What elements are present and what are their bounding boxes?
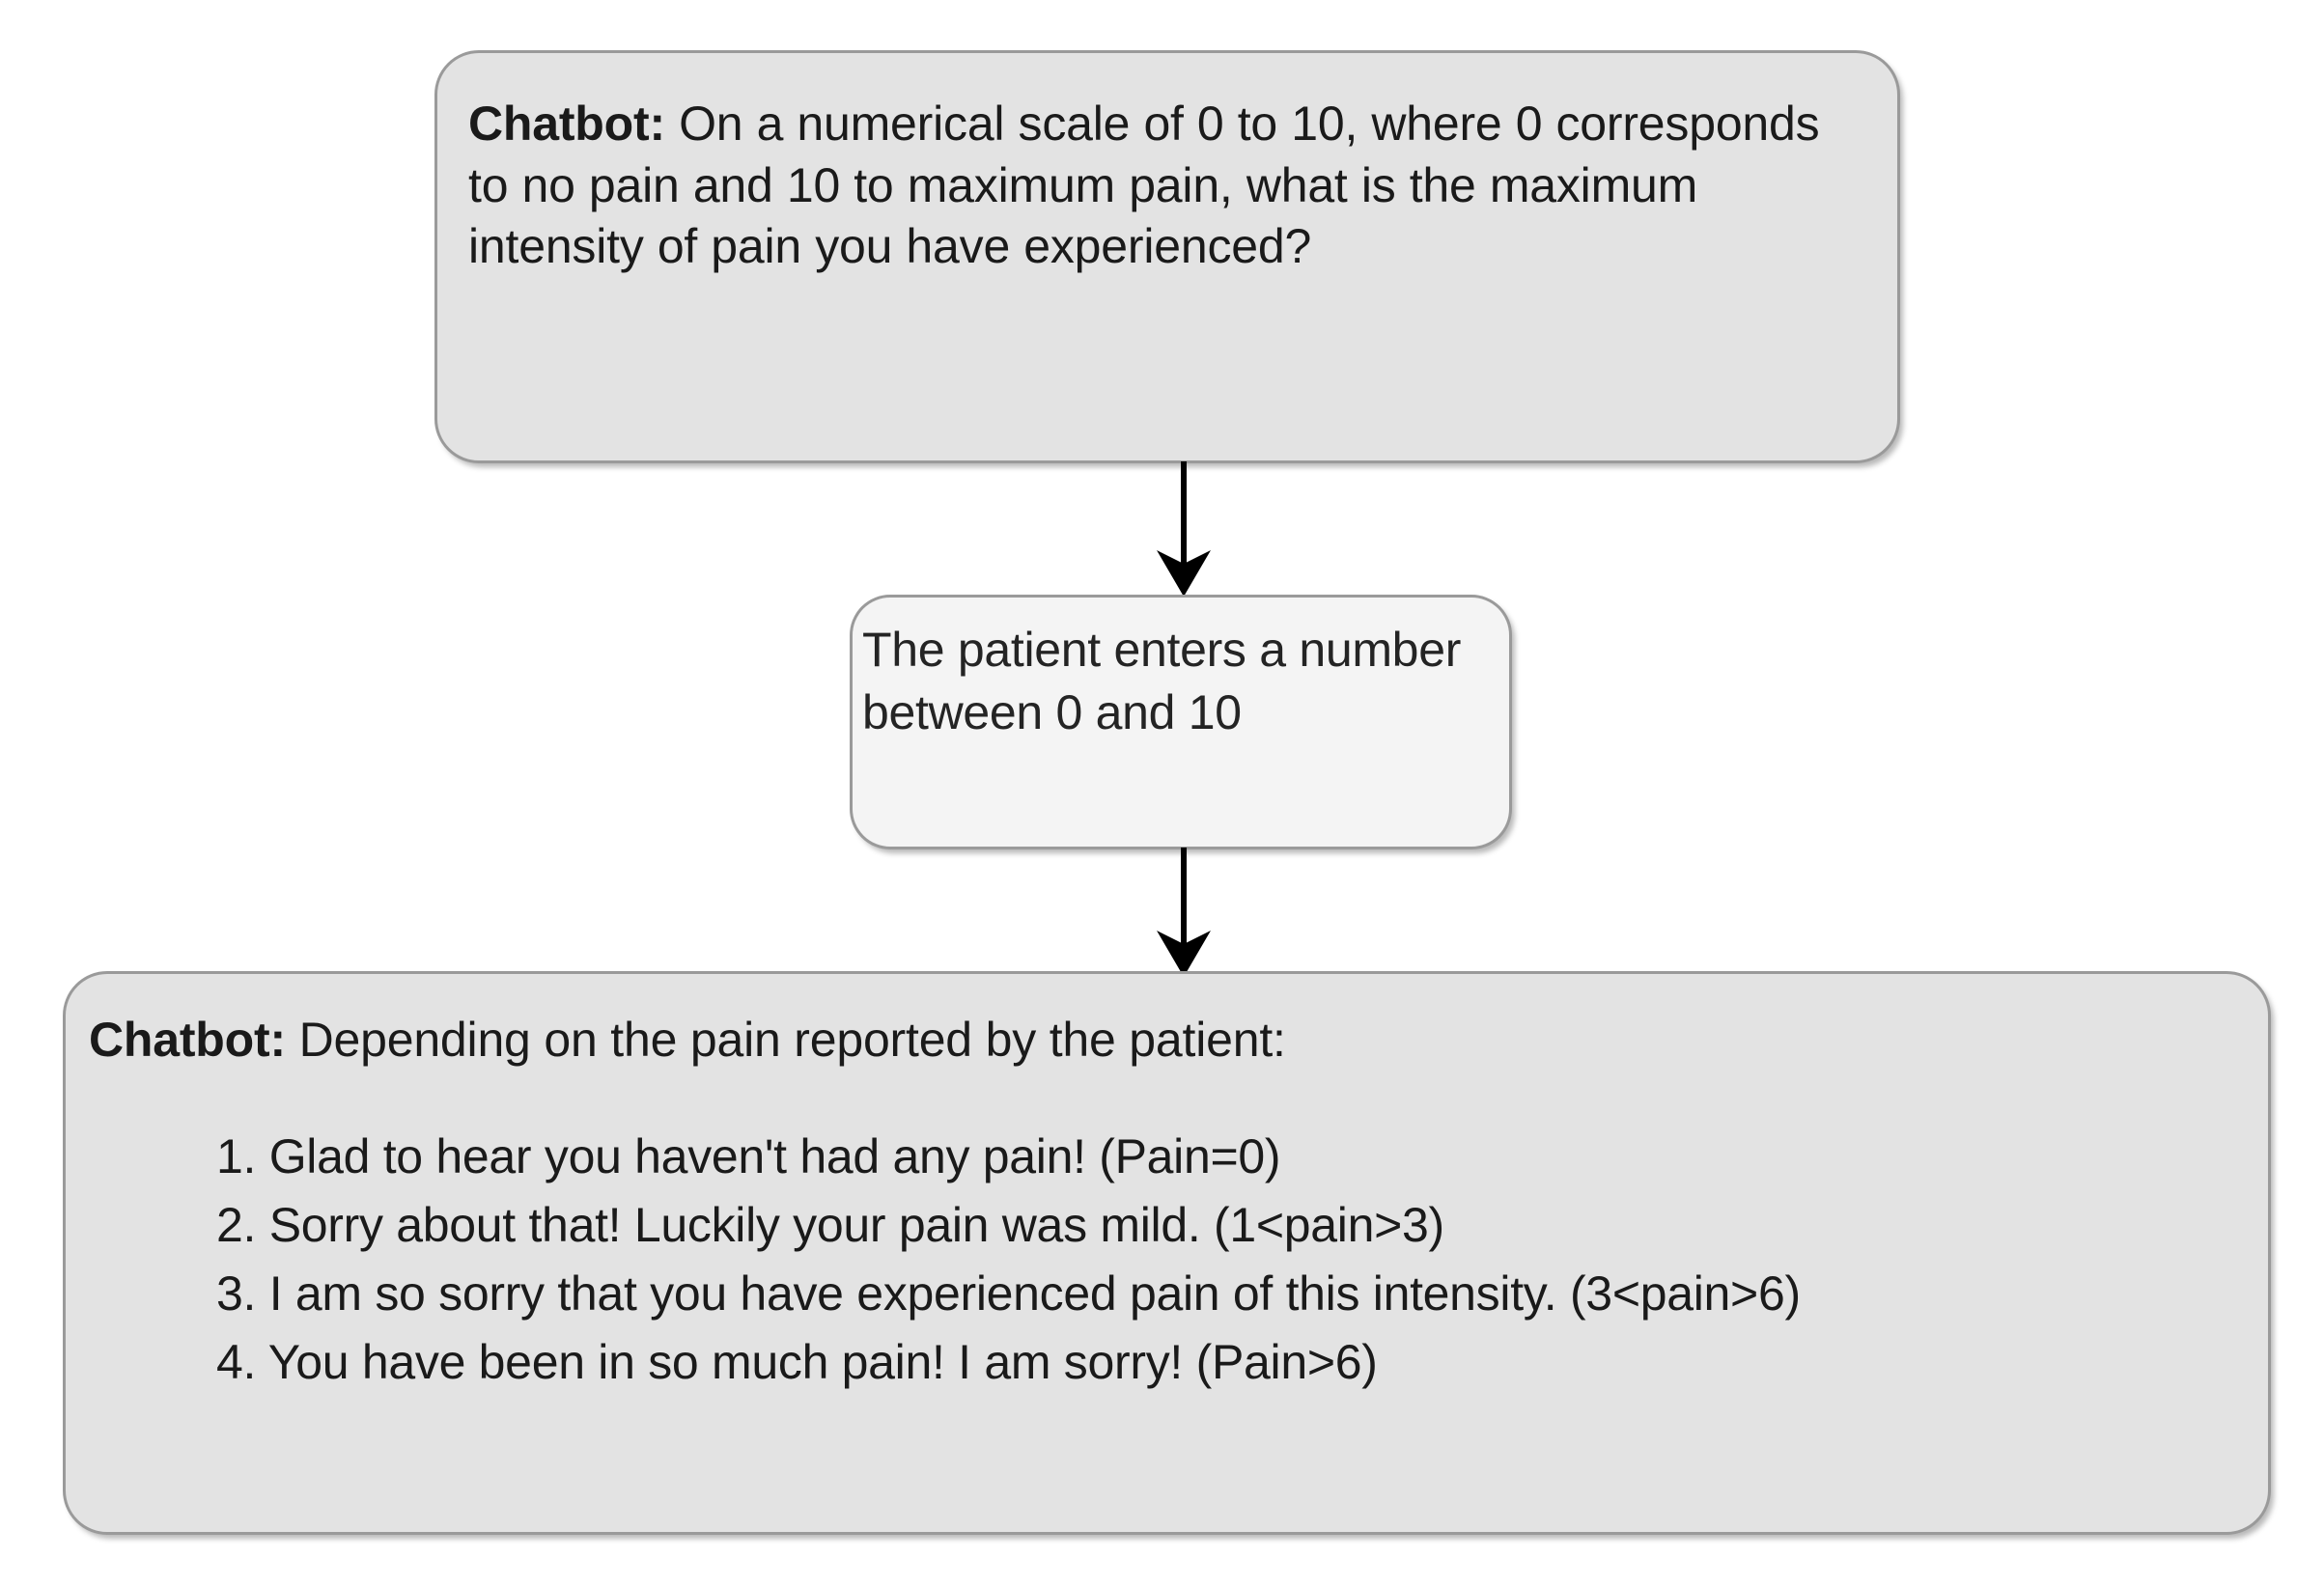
chatbot-question-node: Chatbot: On a numerical scale of 0 to 10…	[434, 50, 1900, 463]
list-item: Glad to hear you haven't had any pain! (…	[268, 1129, 1281, 1183]
chatbot-question-text: Chatbot: On a numerical scale of 0 to 10…	[468, 94, 1868, 278]
chatbot-answers-lead: Chatbot: Depending on the pain reported …	[89, 1011, 2245, 1069]
chatbot-answers-node: Chatbot: Depending on the pain reported …	[63, 971, 2271, 1535]
list-item: You have been in so much pain! I am sorr…	[267, 1335, 1378, 1389]
chatbot-answers-lead-body: Depending on the pain reported by the pa…	[285, 1013, 1286, 1067]
connector-question-to-input	[1149, 461, 1218, 598]
patient-input-text: The patient enters a number between 0 an…	[862, 623, 1462, 739]
list-item: Sorry about that! Luckily your pain was …	[268, 1198, 1444, 1252]
chatbot-answers-speaker-label: Chatbot:	[89, 1013, 286, 1067]
chatbot-question-speaker-label: Chatbot:	[468, 97, 665, 151]
arrow-down-icon	[1157, 461, 1211, 597]
patient-input-node: The patient enters a number between 0 an…	[850, 595, 1512, 849]
chatbot-answers-list: Glad to hear you haven't had any pain! (…	[89, 1123, 2245, 1397]
chatbot-question-body: On a numerical scale of 0 to 10, where 0…	[468, 97, 1820, 273]
list-item: I am so sorry that you have experienced …	[268, 1266, 1801, 1321]
connector-input-to-answers	[1149, 848, 1218, 979]
arrow-down-icon	[1157, 848, 1211, 977]
